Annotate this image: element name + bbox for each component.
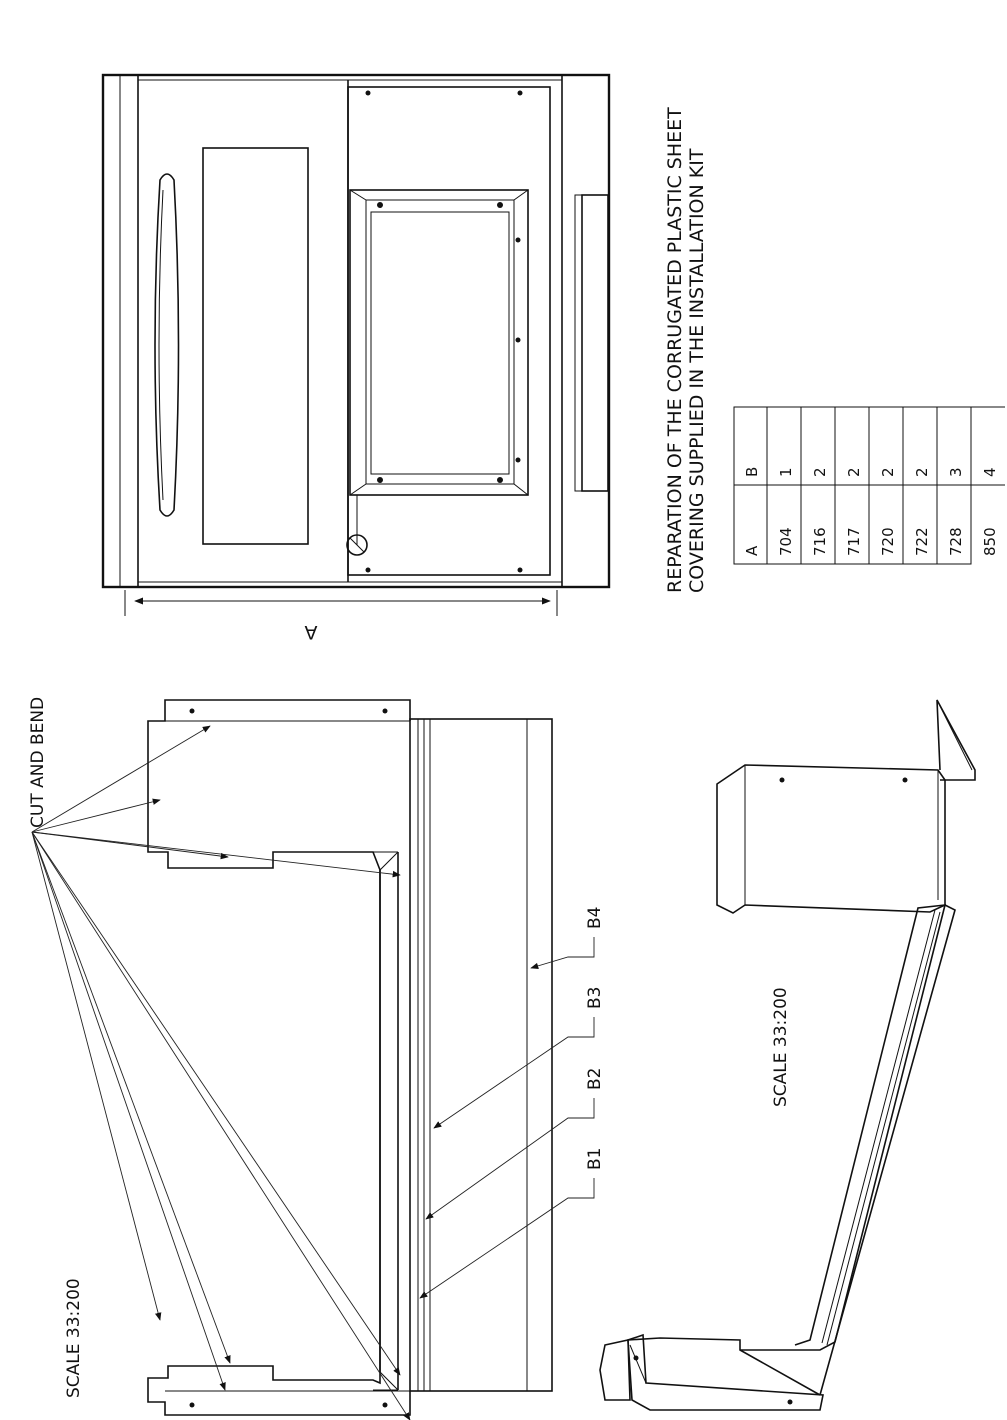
bend-labels: B1 B2 B3 B4 <box>419 907 605 1299</box>
cut-and-bend-leaders: CUT AND BEND <box>28 697 411 1420</box>
table-cell: 722 <box>913 527 931 556</box>
table-cell: 850 <box>981 527 999 556</box>
table-cell: 4 <box>981 467 999 477</box>
bend-label-b2: B2 <box>585 1068 605 1090</box>
front-view <box>101 73 611 589</box>
table-cell: 2 <box>879 467 897 477</box>
table-header-b: B <box>743 467 761 477</box>
size-table: A B 704 1 716 2 717 2 720 2 722 2 728 3 … <box>733 406 1005 565</box>
isometric-view <box>599 699 976 1411</box>
caption-line-1: REPARATION OF THE CORRUGATED PLASTIC SHE… <box>664 107 686 593</box>
table-cell: 716 <box>811 527 829 556</box>
bend-label-b4: B4 <box>585 907 605 929</box>
table-cell: 1 <box>777 467 795 477</box>
door-handle <box>154 173 180 517</box>
caption: REPARATION OF THE CORRUGATED PLASTIC SHE… <box>664 107 708 593</box>
table-cell: 3 <box>947 467 965 477</box>
cut-and-bend-label: CUT AND BEND <box>28 697 48 828</box>
bend-label-b1: B1 <box>585 1148 605 1170</box>
table-cell: 704 <box>777 527 795 556</box>
table-cell: 728 <box>947 527 965 556</box>
bend-label-b3: B3 <box>585 987 605 1009</box>
table-cell: 2 <box>845 467 863 477</box>
table-header-a: A <box>743 545 761 556</box>
dimension-a: A <box>124 590 558 643</box>
table-cell: 2 <box>913 467 931 477</box>
scale-label-iso: SCALE 33:200 <box>771 987 791 1107</box>
flat-pattern <box>147 699 553 1416</box>
scale-label-flat: SCALE 33:200 <box>64 1278 84 1398</box>
table-cell: 717 <box>845 527 863 556</box>
caption-line-2: COVERING SUPPLIED IN THE INSTALLATION KI… <box>686 148 708 593</box>
dimension-a-label: A <box>305 621 318 643</box>
table-cell: 2 <box>811 467 829 477</box>
table-cell: 720 <box>879 527 897 556</box>
